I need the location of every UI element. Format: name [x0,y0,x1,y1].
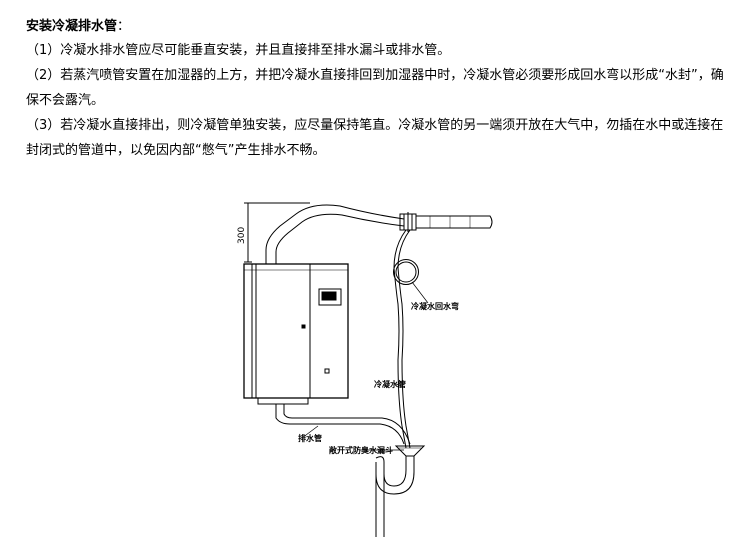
paragraph-2: （2）若蒸汽喷管安置在加湿器的上方，并把冷凝水直接排回到加湿器中时，冷凝水管必须… [26,68,724,108]
steam-hose [265,204,405,264]
label-funnel: 敞开式防臭水漏斗 [329,445,393,455]
dimension-marker [244,202,310,263]
drain-funnel [375,445,426,537]
heading-text: 安装冷凝排水管 [26,19,118,34]
label-condensate-pipe: 冷凝水管 [374,379,406,389]
paragraph-3: （3）若冷凝水直接排出，则冷凝管单独安装，应尽量保持笔直。冷凝水管的另一端须开放… [26,118,724,158]
leader-lines [301,281,429,451]
drain-pipe [275,404,411,445]
humidifier-unit [243,263,349,405]
heading-colon: ： [117,19,131,34]
label-drain-pipe: 排水管 [298,433,322,443]
label-return-bend: 冷凝水回水弯 [411,301,459,311]
steam-nozzle [399,212,493,232]
paragraph-1: （1）冷凝水排水管应尽可能垂直安装，并且直接排至排水漏斗或排水管。 [26,43,451,58]
condensate-pipe [393,229,419,449]
dimension-label: 300 [237,227,247,244]
section-heading: 安装冷凝排水管： [26,16,726,38]
instruction-text: 安装冷凝排水管： （1）冷凝水排水管应尽可能垂直安装，并且直接排至排水漏斗或排水… [26,16,726,163]
